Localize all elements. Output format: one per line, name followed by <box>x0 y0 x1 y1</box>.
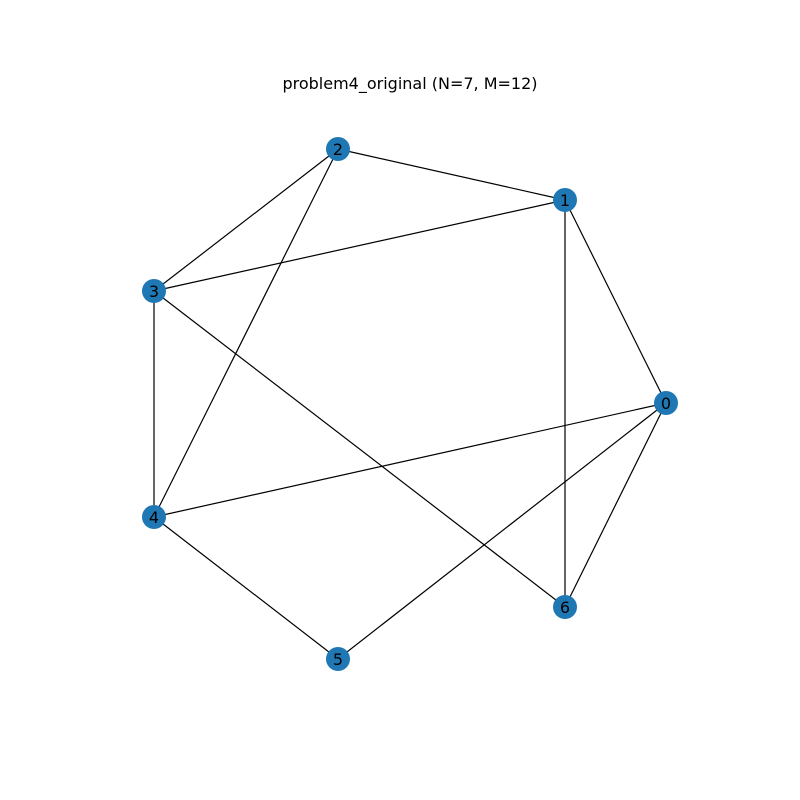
edge-2-1 <box>337 148 566 201</box>
node-circle <box>553 188 577 212</box>
node-label: 4 <box>149 508 159 527</box>
node-circle <box>142 279 166 303</box>
edge-0-4 <box>153 402 667 518</box>
node-label: 6 <box>560 598 570 617</box>
node-circle <box>553 595 577 619</box>
edge-0-5 <box>337 402 667 660</box>
node-label: 0 <box>661 394 671 413</box>
node-circle <box>326 647 350 671</box>
edge-1-3 <box>153 199 566 292</box>
edge-3-6 <box>153 290 566 608</box>
node-6: 6 <box>553 595 577 619</box>
nodes-layer: 0 1 2 3 4 5 6 <box>142 137 678 671</box>
node-4: 4 <box>142 505 166 529</box>
node-3: 3 <box>142 279 166 303</box>
node-label: 2 <box>333 140 343 159</box>
node-5: 5 <box>326 647 350 671</box>
node-circle <box>142 505 166 529</box>
edge-2-3 <box>153 148 339 292</box>
node-label: 5 <box>333 650 343 669</box>
node-circle <box>654 391 678 415</box>
edge-0-6 <box>564 402 667 608</box>
node-label: 1 <box>560 191 570 210</box>
figure-title: problem4_original (N=7, M=12) <box>282 74 537 94</box>
edge-4-5 <box>153 516 339 660</box>
node-circle <box>326 137 350 161</box>
node-1: 1 <box>553 188 577 212</box>
node-label: 3 <box>149 282 159 301</box>
node-2: 2 <box>326 137 350 161</box>
edge-2-4 <box>153 148 339 518</box>
edges-layer <box>153 148 667 660</box>
node-0: 0 <box>654 391 678 415</box>
edge-1-0 <box>564 199 667 404</box>
